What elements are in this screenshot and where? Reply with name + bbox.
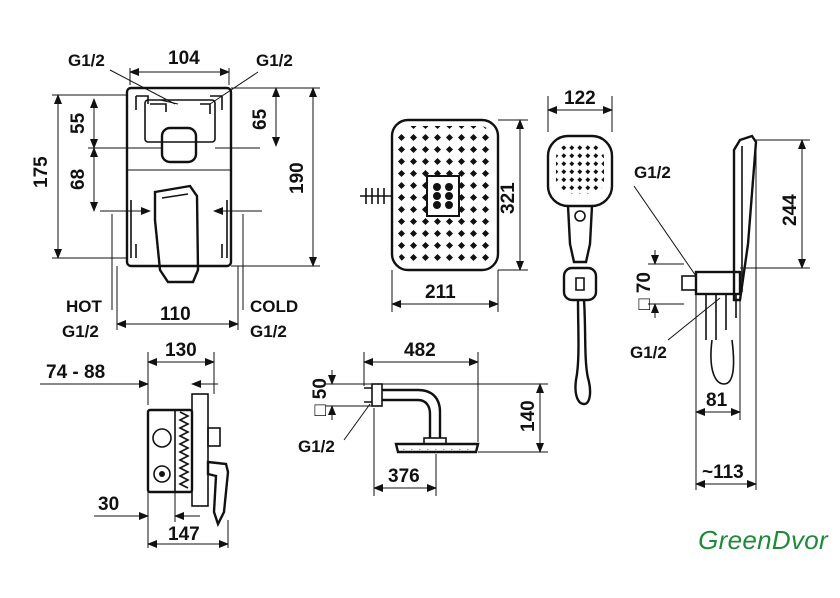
cold-label: COLD [250, 297, 298, 316]
arm-thread: G1/2 [298, 437, 335, 456]
dim-122-label: 122 [564, 88, 596, 109]
dim-190: 190 [231, 87, 320, 267]
dim-81: 81 [695, 294, 741, 490]
dim-30: 30 [94, 492, 200, 522]
dim-68-label: 68 [68, 169, 89, 190]
hot-label: HOT [66, 297, 103, 316]
dim-376: 376 [373, 408, 437, 496]
dim-55: 55 [68, 98, 162, 149]
holder-thread-top: G1/2 [634, 163, 671, 182]
dim-110-label: 110 [160, 304, 191, 325]
dim-140: 140 [382, 383, 548, 453]
cold-thread: G1/2 [250, 322, 287, 341]
dim-top-left-thread: G1/2 [68, 51, 105, 70]
dim-top-right-thread: G1/2 [256, 51, 293, 70]
shower-arm-side-view [364, 383, 480, 454]
brand-logo-part1: Green [698, 525, 772, 555]
dim-50-label: □ 50 [310, 378, 331, 416]
brand-logo: GreenDvor [698, 525, 828, 556]
dim-30-label: 30 [98, 494, 119, 515]
dim-376-label: 376 [388, 466, 420, 487]
dim-113-label: ~113 [702, 462, 744, 483]
dim-65-label: 65 [250, 108, 271, 130]
dim-110: 110 [116, 266, 239, 330]
mixer-box-side-view [146, 393, 230, 528]
dim-482: 482 [363, 340, 479, 442]
dim-104-label: 104 [168, 48, 200, 69]
dim-140-label: 140 [518, 400, 539, 432]
dim-68: 68 [68, 147, 98, 212]
dim-190-label: 190 [287, 162, 308, 194]
dim-81-label: 81 [706, 390, 728, 411]
dim-244: 244 [740, 139, 810, 269]
dim-65: 65 [231, 87, 282, 147]
dim-321-label: 321 [498, 182, 519, 214]
hand-shower [546, 134, 614, 406]
mixer-front-view [100, 86, 262, 284]
dim-122: 122 [547, 88, 613, 132]
dim-147: 147 [147, 520, 229, 548]
dim-70: □ 70 [634, 250, 684, 318]
dim-55-label: 55 [68, 112, 89, 134]
dim-113: ~113 [695, 142, 757, 490]
brand-logo-part2: Dvor [771, 525, 828, 555]
dim-50: □ 50 [310, 370, 372, 420]
dim-74-88: 74 - 88 [40, 362, 218, 405]
dim-321: 321 [498, 119, 528, 271]
wall-holder [681, 134, 758, 385]
shower-head-top-view [360, 118, 500, 272]
dim-211-label: 211 [425, 282, 456, 303]
dim-130: 130 [147, 340, 215, 394]
dim-175: 175 [31, 94, 127, 259]
hot-thread: G1/2 [62, 322, 99, 341]
dim-70-label: □ 70 [634, 272, 655, 310]
dim-104: 104 [129, 48, 230, 85]
dim-147-label: 147 [168, 524, 200, 545]
dim-130-label: 130 [165, 340, 197, 361]
dim-175-label: 175 [31, 156, 52, 188]
dim-244-label: 244 [780, 194, 801, 226]
dim-482-label: 482 [404, 340, 436, 361]
dim-74-88-label: 74 - 88 [46, 362, 105, 383]
dim-211: 211 [391, 270, 499, 312]
holder-thread-bottom: G1/2 [630, 343, 667, 362]
